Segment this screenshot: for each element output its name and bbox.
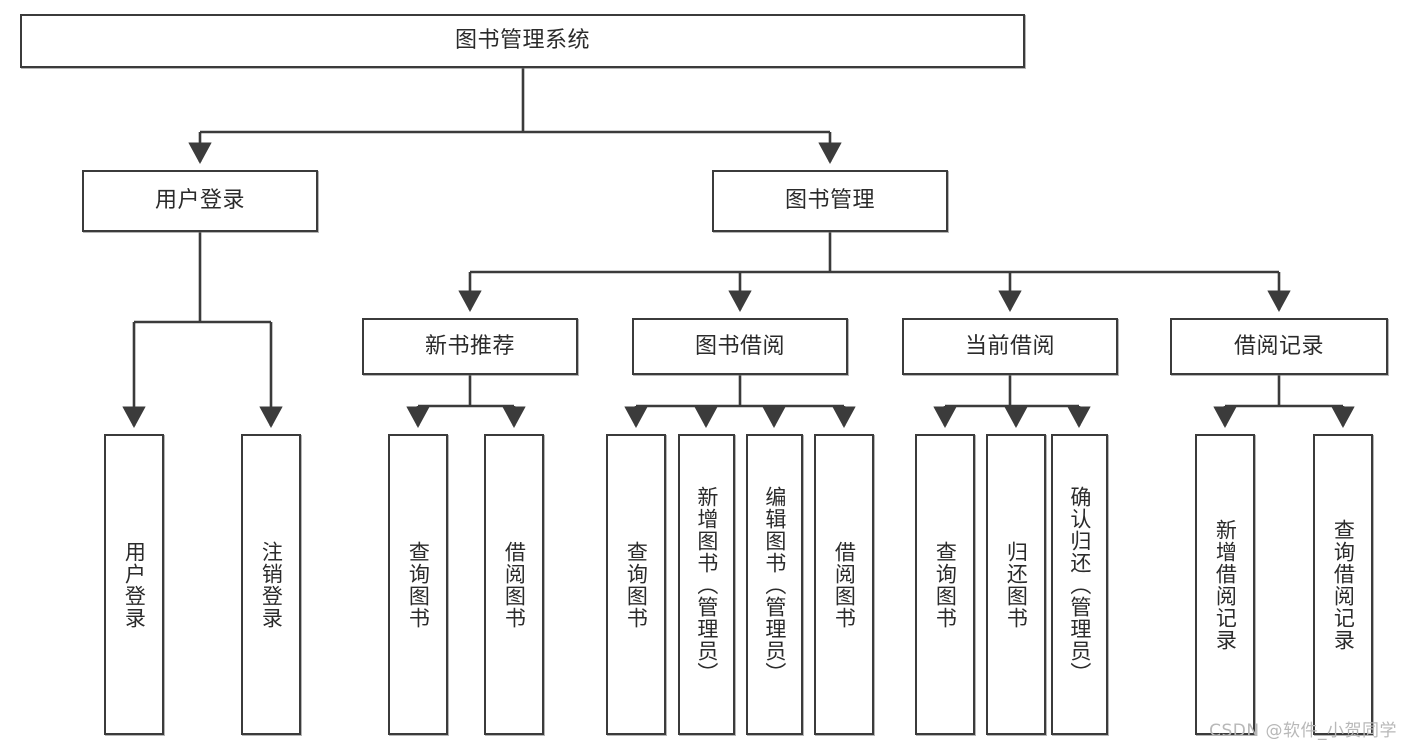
node-leaf-edit-book-admin-label: 编辑图书（管理员） (762, 485, 787, 684)
node-leaf-query-book-borrow-label: 查询图书 (624, 540, 649, 629)
node-root[interactable]: 图书管理系统 (20, 14, 1025, 68)
node-current-borrow-label: 当前借阅 (964, 333, 1055, 359)
node-leaf-logout[interactable]: 注销登录 (241, 434, 301, 735)
node-leaf-borrow-book-new[interactable]: 借阅图书 (484, 434, 544, 735)
node-leaf-return-book[interactable]: 归还图书 (986, 434, 1046, 735)
node-leaf-add-book-admin[interactable]: 新增图书（管理员） (678, 434, 735, 735)
node-leaf-query-borrow-record[interactable]: 查询借阅记录 (1313, 434, 1373, 735)
node-leaf-edit-book-admin[interactable]: 编辑图书（管理员） (746, 434, 803, 735)
node-leaf-query-borrow-record-label: 查询借阅记录 (1331, 518, 1356, 651)
node-leaf-logout-label: 注销登录 (259, 540, 284, 629)
node-borrow-record-label: 借阅记录 (1233, 333, 1324, 359)
node-leaf-query-book-new-label: 查询图书 (406, 540, 431, 629)
node-leaf-user-login[interactable]: 用户登录 (104, 434, 164, 735)
watermark: CSDN @软件_小贺同学 (1209, 721, 1397, 741)
node-book-management-label: 图书管理 (784, 188, 875, 214)
node-book-borrow-label: 图书借阅 (694, 333, 785, 359)
node-leaf-borrow-book-borrow[interactable]: 借阅图书 (814, 434, 874, 735)
node-leaf-return-book-label: 归还图书 (1004, 540, 1029, 629)
node-book-borrow[interactable]: 图书借阅 (632, 318, 848, 375)
node-leaf-add-borrow-record-label: 新增借阅记录 (1213, 518, 1238, 651)
node-borrow-record[interactable]: 借阅记录 (1170, 318, 1388, 375)
node-user-login-label: 用户登录 (154, 188, 245, 214)
node-leaf-borrow-book-borrow-label: 借阅图书 (832, 540, 857, 629)
node-leaf-confirm-return-admin-label: 确认归还（管理员） (1067, 485, 1092, 684)
node-leaf-confirm-return-admin[interactable]: 确认归还（管理员） (1051, 434, 1108, 735)
node-new-book-recommendation-label: 新书推荐 (424, 333, 515, 359)
node-new-book-recommendation[interactable]: 新书推荐 (362, 318, 578, 375)
node-leaf-add-borrow-record[interactable]: 新增借阅记录 (1195, 434, 1255, 735)
node-root-label: 图书管理系统 (454, 28, 590, 54)
node-leaf-user-login-label: 用户登录 (122, 540, 147, 629)
node-current-borrow[interactable]: 当前借阅 (902, 318, 1118, 375)
node-leaf-query-book-borrow[interactable]: 查询图书 (606, 434, 666, 735)
node-leaf-query-book-current-label: 查询图书 (933, 540, 958, 629)
node-user-login[interactable]: 用户登录 (82, 170, 318, 232)
node-leaf-query-book-current[interactable]: 查询图书 (915, 434, 975, 735)
node-leaf-query-book-new[interactable]: 查询图书 (388, 434, 448, 735)
node-book-management[interactable]: 图书管理 (712, 170, 948, 232)
node-leaf-borrow-book-new-label: 借阅图书 (502, 540, 527, 629)
node-leaf-add-book-admin-label: 新增图书（管理员） (694, 485, 719, 684)
